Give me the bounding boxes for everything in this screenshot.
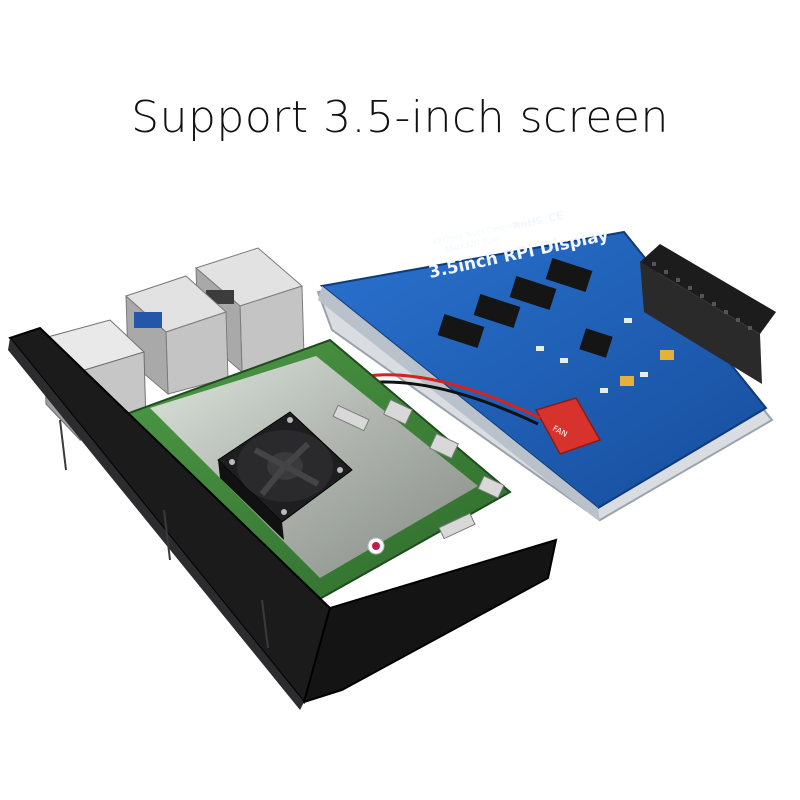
fan-icon [217,411,353,540]
ce-marking: CE [547,209,565,225]
rohs-marking: RoHS [512,215,544,232]
display-board: 3.5inch RPi Display 480X320 Pixel XPT204… [316,209,776,522]
headline: Support 3.5-inch screen [131,92,669,143]
pi-case-assembly [8,247,558,710]
ic-chip [545,258,593,292]
fan-connector: FAN [534,397,602,455]
ic-chip [473,294,521,328]
display-ic-chips [437,258,613,358]
gpio-header-icon [640,244,776,384]
usb-port-icon [125,275,229,396]
case-front-wall [302,538,558,704]
raspberry-logo-icon [367,537,385,555]
ic-chip [509,276,557,310]
ic-chip [579,328,613,358]
ic-chip [437,314,485,348]
